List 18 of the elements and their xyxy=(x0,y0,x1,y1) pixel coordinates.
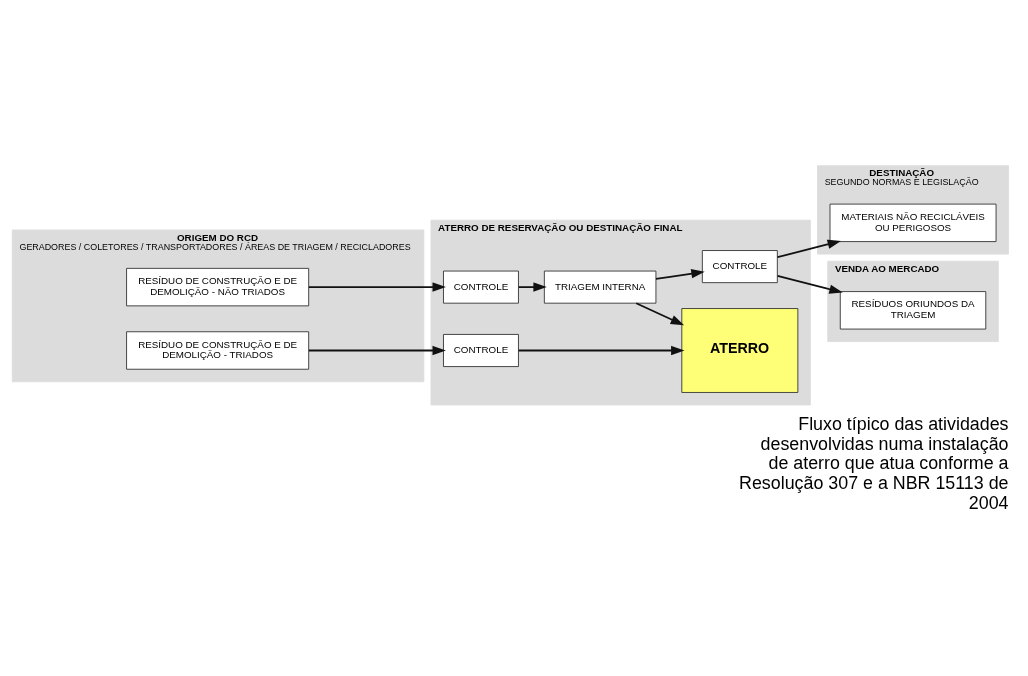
arrow xyxy=(635,302,685,326)
node-box: RESÍDUOS ORIUNDOS DA TRIAGEM xyxy=(839,291,987,330)
caption: Fluxo típico das atividades desenvolvidas numa instalação de aterro que atua conforme a Resolução 307 e a NBR 15113 de 2004 xyxy=(739,413,1009,513)
arrow xyxy=(776,275,843,294)
node-box: MATERIAIS NÃO RECICLÁVEIS OU PERIGOSOS xyxy=(829,203,997,243)
node-box: RESÍDUO DE CONSTRUÇÃO E DE DEMOLIÇÃO - NÃO TRIADOS xyxy=(126,267,310,307)
arrow xyxy=(517,282,547,292)
node-box: RESÍDUO DE CONSTRUÇÃO E DE DEMOLIÇÃO - TRIADOS xyxy=(126,331,310,370)
node-box: ATERRO xyxy=(681,308,799,393)
arrow xyxy=(517,345,685,356)
arrow xyxy=(655,269,705,280)
node-box: CONTROLE xyxy=(443,334,519,367)
arrow xyxy=(308,282,446,292)
node-box: CONTROLE xyxy=(443,270,519,304)
arrow xyxy=(308,345,446,356)
node-box: TRIAGEM INTERNA xyxy=(543,270,657,304)
arrow xyxy=(776,239,842,259)
node-box: CONTROLE xyxy=(701,250,778,284)
